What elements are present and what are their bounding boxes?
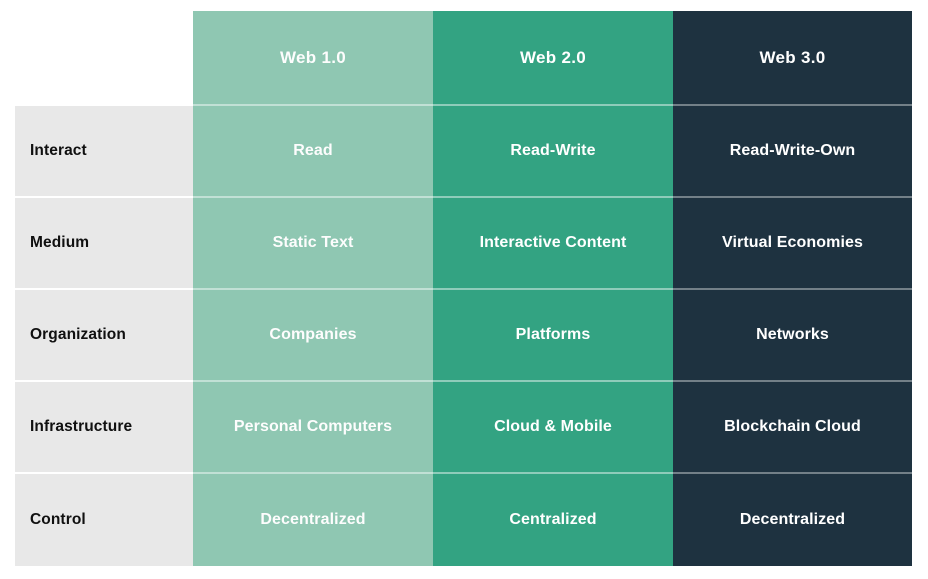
- cell-interact-web3: Read-Write-Own: [673, 104, 912, 196]
- row-label-medium: Medium: [15, 196, 193, 288]
- cell-organization-web3: Networks: [673, 288, 912, 380]
- cell-medium-web2: Interactive Content: [433, 196, 673, 288]
- table-corner-cell: [15, 11, 193, 104]
- cell-control-web2: Centralized: [433, 472, 673, 566]
- cell-control-web1: Decentralized: [193, 472, 433, 566]
- column-header-web3: Web 3.0: [673, 11, 912, 104]
- table-grid: Web 1.0 Web 2.0 Web 3.0 Interact Read Re…: [15, 11, 912, 566]
- cell-infrastructure-web3: Blockchain Cloud: [673, 380, 912, 472]
- column-header-web2: Web 2.0: [433, 11, 673, 104]
- cell-control-web3: Decentralized: [673, 472, 912, 566]
- cell-infrastructure-web1: Personal Computers: [193, 380, 433, 472]
- row-label-organization: Organization: [15, 288, 193, 380]
- cell-organization-web1: Companies: [193, 288, 433, 380]
- cell-medium-web1: Static Text: [193, 196, 433, 288]
- row-label-interact: Interact: [15, 104, 193, 196]
- cell-interact-web1: Read: [193, 104, 433, 196]
- cell-medium-web3: Virtual Economies: [673, 196, 912, 288]
- cell-organization-web2: Platforms: [433, 288, 673, 380]
- cell-interact-web2: Read-Write: [433, 104, 673, 196]
- cell-infrastructure-web2: Cloud & Mobile: [433, 380, 673, 472]
- row-label-control: Control: [15, 472, 193, 566]
- column-header-web1: Web 1.0: [193, 11, 433, 104]
- row-label-infrastructure: Infrastructure: [15, 380, 193, 472]
